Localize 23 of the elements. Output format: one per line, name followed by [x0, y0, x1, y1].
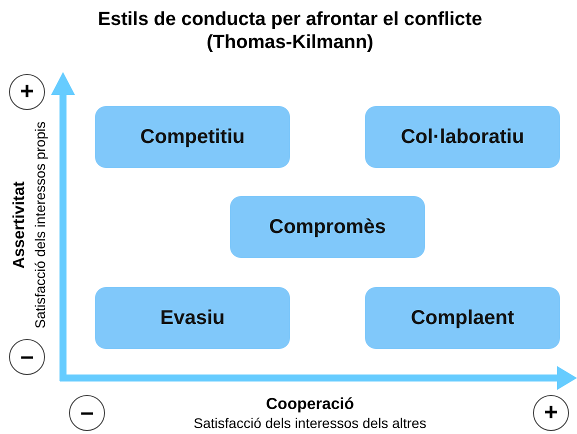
axis-title: Assertivitat: [11, 181, 29, 269]
axis-subtitle: Satisfacció dels interessos dels altres: [194, 414, 426, 432]
style-box: [95, 287, 290, 349]
style-label: Evasiu: [160, 306, 225, 330]
sign-label: +: [544, 401, 558, 425]
axis-title: Cooperació: [266, 396, 354, 414]
title: Estils de conducta per afrontar el conflicte (Thomas-Kilmann): [96, 8, 484, 54]
style-box: [95, 106, 290, 168]
style-label: Compromès: [269, 216, 386, 238]
style-box: [230, 196, 425, 258]
sign-circle: [533, 395, 569, 431]
style-label: Complaent: [410, 306, 514, 330]
style-label: Competitiu: [140, 126, 245, 148]
style-box: [365, 106, 560, 168]
sign-circle: [9, 339, 45, 375]
sign-label: –: [80, 401, 94, 425]
style-label: Col·laboratiu: [400, 126, 524, 148]
style-box: [365, 287, 560, 349]
sign-label: +: [20, 80, 34, 104]
axis-subtitle: Satisfacció dels interessos propis: [31, 122, 49, 328]
sign-circle: [69, 395, 105, 431]
sign-circle: [9, 74, 45, 110]
sign-label: –: [20, 345, 34, 369]
